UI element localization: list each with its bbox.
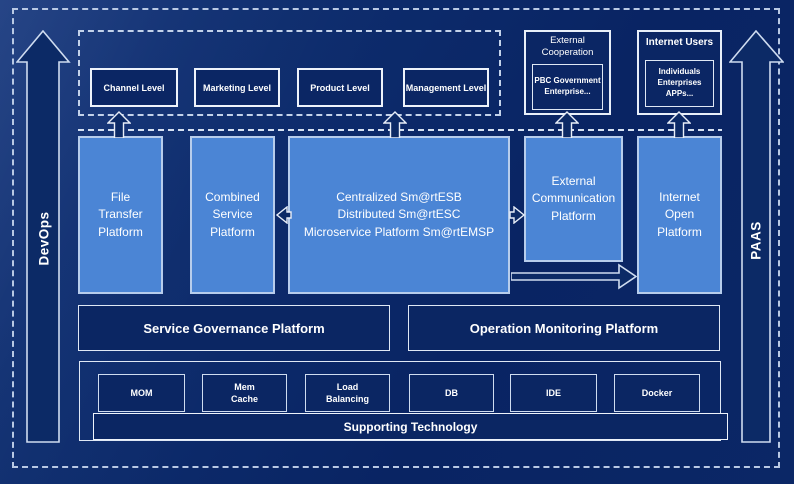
esb-core-platform-box: Centralized Sm@rtESB Distributed Sm@rtES… xyxy=(288,136,510,294)
supporting-technology-bar: Supporting Technology xyxy=(93,413,728,440)
combined-service-platform-box: Combined Service Platform xyxy=(190,136,275,294)
levels-dashed-container xyxy=(78,30,501,116)
paas-up-arrow-icon xyxy=(729,30,784,443)
internet-open-platform-box: Internet Open Platform xyxy=(637,136,722,294)
service-governance-platform-box: Service Governance Platform xyxy=(78,305,390,351)
individuals-enterprises-apps-box: Individuals Enterprises APPs... xyxy=(645,60,714,107)
tech-box-load-balancing: Load Balancing xyxy=(305,374,390,412)
right-flow-arrow-icon xyxy=(511,263,637,290)
up-arrow-icon xyxy=(107,111,131,138)
marketing-level-box: Marketing Level xyxy=(194,68,280,107)
tech-box-mom: MOM xyxy=(98,374,185,412)
product-level-box: Product Level xyxy=(297,68,383,107)
tech-box-mem-cache: Mem Cache xyxy=(202,374,287,412)
internet-users-box: Internet Users Individuals Enterprises A… xyxy=(637,30,722,115)
pbc-government-enterprise-box: PBC Government Enterprise... xyxy=(532,64,603,110)
up-arrow-icon xyxy=(555,111,579,138)
external-cooperation-box: External Cooperation PBC Government Ente… xyxy=(524,30,611,115)
right-arrow-icon xyxy=(509,206,525,224)
outer-dashed-frame xyxy=(12,8,780,468)
management-level-box: Management Level xyxy=(403,68,489,107)
tech-box-db: DB xyxy=(409,374,494,412)
external-communication-platform-box: External Communication Platform xyxy=(524,136,623,262)
up-arrow-icon xyxy=(667,111,691,138)
paas-label: PAAS xyxy=(748,221,764,260)
file-transfer-platform-box: File Transfer Platform xyxy=(78,136,163,294)
devops-up-arrow-icon xyxy=(16,30,71,443)
up-arrow-icon xyxy=(383,111,407,138)
devops-label: DevOps xyxy=(36,211,52,266)
left-arrow-icon xyxy=(276,206,292,224)
channel-level-box: Channel Level xyxy=(90,68,178,107)
tech-box-ide: IDE xyxy=(510,374,597,412)
tech-box-docker: Docker xyxy=(614,374,700,412)
internet-users-title: Internet Users xyxy=(645,37,714,48)
operation-monitoring-platform-box: Operation Monitoring Platform xyxy=(408,305,720,351)
external-cooperation-title: External Cooperation xyxy=(541,35,594,58)
supporting-technology-container xyxy=(79,361,721,441)
